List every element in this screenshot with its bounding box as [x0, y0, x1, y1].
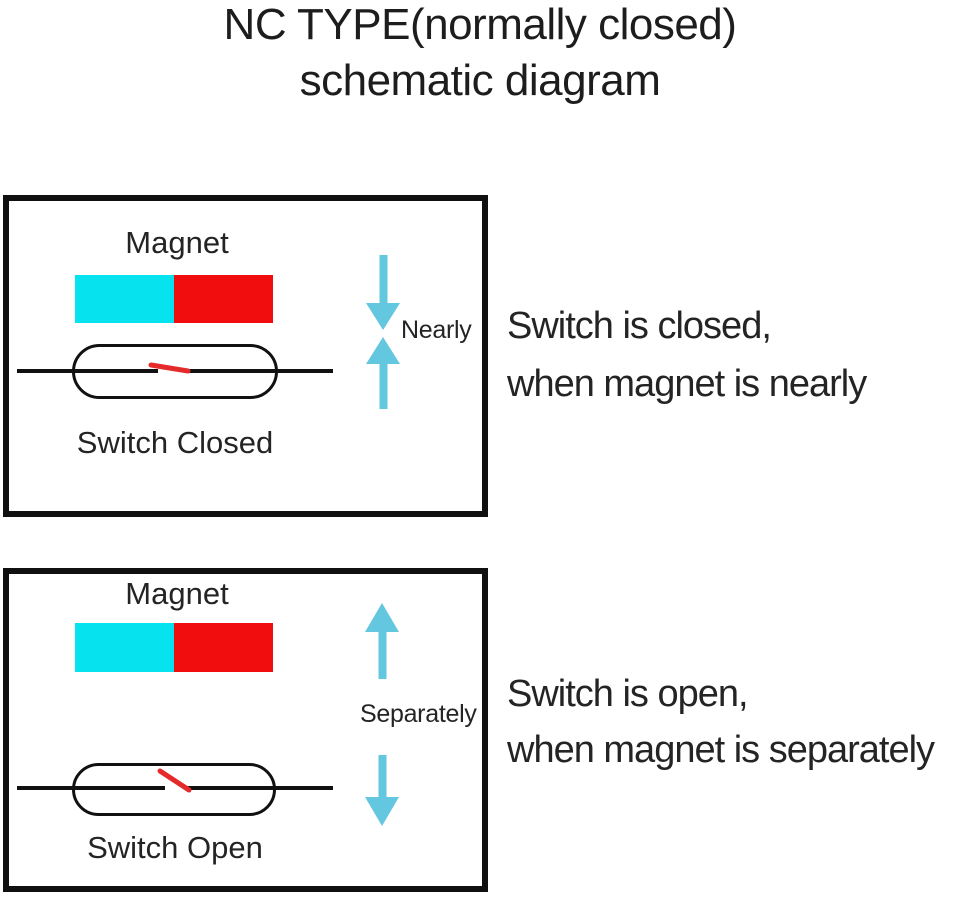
proximity-label: Nearly — [401, 316, 472, 344]
reed-switch-closed — [17, 344, 333, 399]
magnet-bar — [75, 623, 273, 672]
arrow-down-icon — [379, 255, 388, 305]
magnet-label: Magnet — [125, 225, 229, 260]
page-title: NC TYPE(normally closed) schematic diagr… — [0, 0, 960, 109]
magnet-bar — [75, 275, 273, 323]
switch-state-label: Switch Open — [87, 830, 263, 865]
arrow-down-shaft — [378, 755, 387, 799]
arrow-down-icon — [366, 303, 400, 330]
description-open: Switch is open, when magnet is separatel… — [507, 666, 935, 778]
arrow-down-icon — [365, 755, 399, 826]
reed-contact-open — [157, 768, 192, 793]
arrow-up-shaft — [378, 630, 387, 679]
switch-state-label: Switch Closed — [76, 425, 274, 460]
panel-switch-open — [3, 568, 488, 892]
description-open-line-1: Switch is open, — [507, 673, 749, 715]
description-closed-line-1: Switch is closed, — [507, 305, 772, 347]
arrows-converging — [366, 255, 400, 409]
magnet-label: Magnet — [125, 576, 229, 611]
title-line-2: schematic diagram — [299, 56, 661, 105]
separation-label: Separately — [360, 700, 477, 728]
arrow-down-head — [365, 797, 399, 826]
title-line-1: NC TYPE(normally closed) — [223, 0, 737, 49]
magnet-cyan-pole — [75, 623, 174, 672]
panel-switch-closed — [3, 195, 488, 517]
description-closed: Switch is closed, when magnet is nearly — [507, 297, 867, 413]
description-closed-line-2: when magnet is nearly — [507, 363, 867, 405]
description-open-line-2: when magnet is separately — [507, 729, 935, 771]
magnet-red-pole — [174, 275, 273, 323]
reed-switch-open — [17, 763, 333, 816]
reed-contact-closed — [148, 362, 191, 374]
arrow-up-icon — [366, 337, 400, 364]
magnet-red-pole — [174, 623, 273, 672]
arrow-up-icon — [379, 362, 388, 409]
magnet-cyan-pole — [75, 275, 174, 323]
arrow-up-icon — [365, 603, 399, 679]
arrow-up-head — [365, 603, 399, 632]
